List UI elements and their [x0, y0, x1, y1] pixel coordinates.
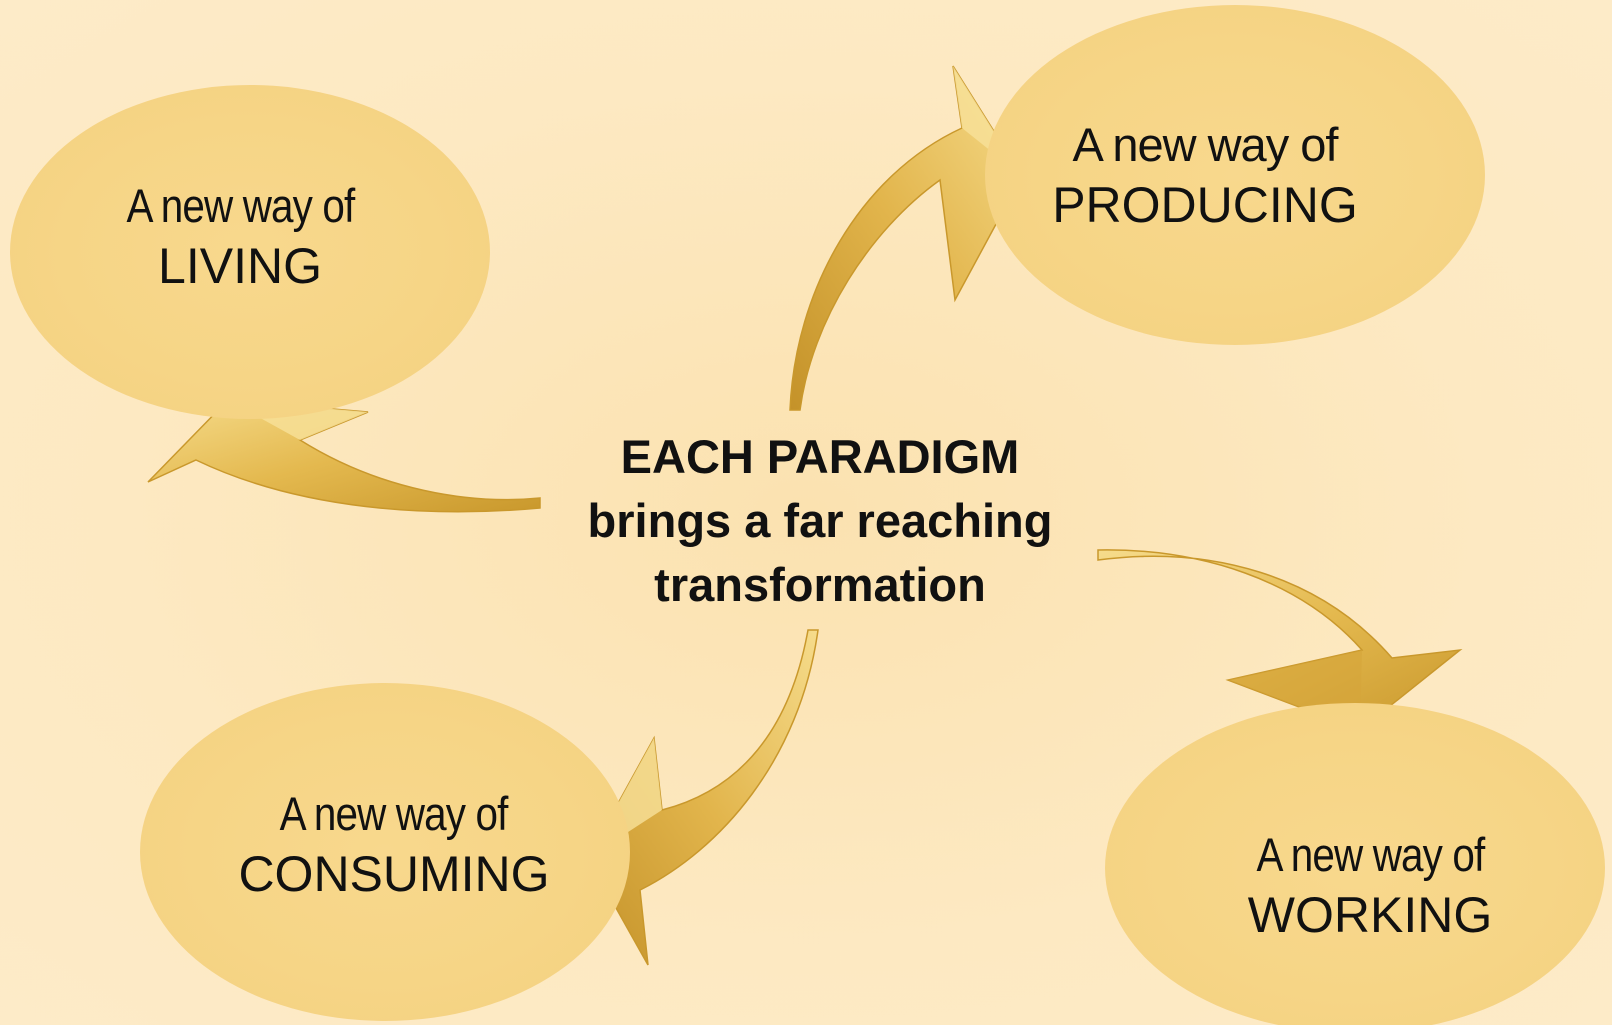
arrow-to-working [1097, 549, 1463, 731]
node-consuming-text: A new way of CONSUMING [238, 785, 549, 905]
node-living-line2: LIVING [158, 238, 322, 294]
node-living: A new way of LIVING [10, 85, 490, 419]
node-working: A new way of WORKING [1105, 703, 1605, 1025]
node-producing-text: A new way of PRODUCING [1052, 116, 1358, 236]
node-consuming-line2: CONSUMING [238, 845, 550, 902]
node-living-text: A new way of LIVING [108, 177, 373, 297]
arrow-to-living [147, 399, 541, 513]
node-producing-line2: PRODUCING [1052, 177, 1358, 233]
center-line3: transformation [654, 558, 986, 611]
center-line2: brings a far reaching [587, 494, 1053, 547]
node-consuming: A new way of CONSUMING [140, 683, 630, 1021]
arrow-to-consuming [587, 629, 819, 966]
node-working-line2: WORKING [1247, 887, 1493, 943]
center-statement: EACH PARADIGM brings a far reaching tran… [510, 425, 1130, 617]
node-living-line1: A new way of [126, 179, 355, 232]
node-working-text: A new way of WORKING [1238, 826, 1503, 946]
center-line1: EACH PARADIGM [620, 430, 1020, 483]
node-producing-line1: A new way of [1072, 118, 1339, 171]
node-working-line1: A new way of [1256, 828, 1485, 881]
arrow-to-producing [789, 65, 1023, 411]
node-producing: A new way of PRODUCING [985, 5, 1485, 345]
node-consuming-line1: A new way of [280, 786, 509, 840]
